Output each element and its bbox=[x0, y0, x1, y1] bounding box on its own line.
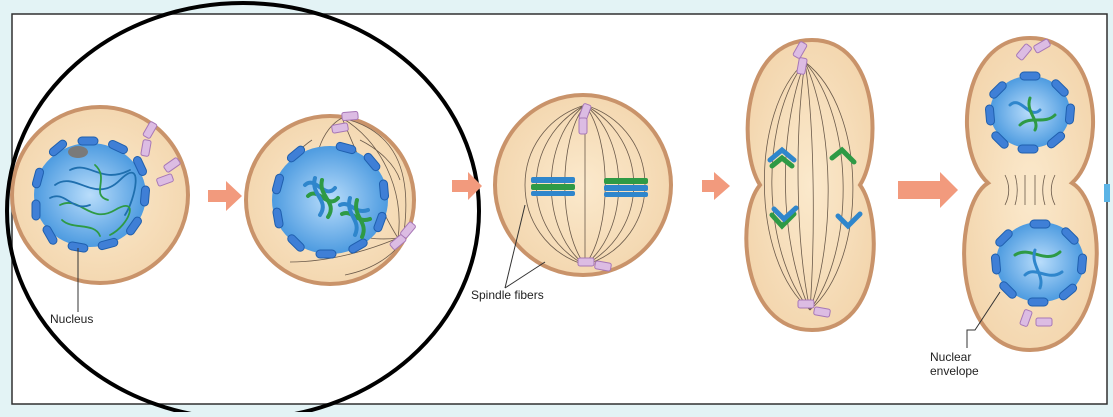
nucleolus bbox=[68, 146, 88, 158]
label-nucleus: Nucleus bbox=[50, 312, 93, 326]
telophase-cell bbox=[964, 38, 1097, 350]
label-spindle-fibers: Spindle fibers bbox=[471, 288, 544, 302]
label-envelope: envelope bbox=[930, 364, 979, 378]
anaphase-cell bbox=[746, 40, 873, 330]
cropped-arrow bbox=[1104, 184, 1110, 202]
label-nuclear: Nuclear bbox=[930, 350, 971, 364]
